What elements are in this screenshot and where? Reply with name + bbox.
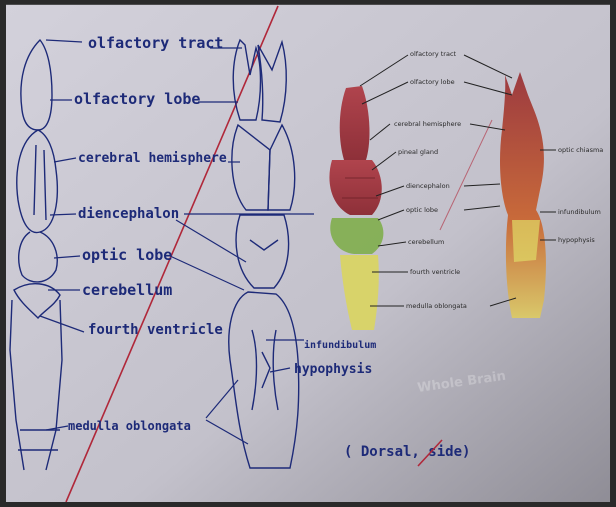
fig-label-olfactory-lobe: olfactory lobe	[410, 78, 455, 86]
caption-close: )	[462, 444, 470, 460]
label-olfactory-tract: olfactory tract	[88, 34, 223, 52]
caption-struck: side	[428, 444, 462, 460]
label-diencephalon: diencephalon	[78, 206, 179, 222]
label-infundibulum: infundibulum	[304, 339, 376, 351]
label-cerebellum: cerebellum	[82, 281, 172, 299]
label-optic-lobe: optic lobe	[82, 246, 172, 264]
fig-label-medulla-oblongata: medulla oblongata	[406, 302, 467, 310]
fig-label-hypophysis: hypophysis	[558, 236, 595, 244]
fig-label-cerebral-hemisphere: cerebral hemisphere	[394, 120, 461, 128]
caption-open: ( Dorsal,	[344, 444, 420, 460]
fig-label-olfactory-tract: olfactory tract	[410, 50, 457, 58]
fig-label-fourth-ventricle: fourth ventricle	[410, 268, 460, 276]
fig-olfactory	[340, 86, 370, 160]
label-medulla-oblongata: medulla oblongata	[68, 419, 191, 433]
fig-label-pineal-gland: pineal gland	[398, 148, 438, 156]
label-hypophysis: hypophysis	[294, 362, 372, 377]
fig-ventral-medulla	[512, 220, 540, 262]
fig-label-diencephalon: diencephalon	[406, 182, 450, 190]
svg-text:( Dorsal, side): ( Dorsal, side)	[344, 444, 470, 460]
fig-label-cerebellum: cerebellum	[408, 238, 444, 246]
fig-label-optic-lobe: optic lobe	[406, 206, 438, 214]
fig-label-optic-chiasma: optic chiasma	[558, 146, 603, 154]
label-fourth-ventricle: fourth ventricle	[88, 322, 223, 338]
label-olfactory-lobe: olfactory lobe	[74, 90, 200, 108]
label-cerebral-hemisphere: cerebral hemisphere	[78, 151, 227, 166]
fig-label-infundibulum: infundibulum	[558, 208, 601, 216]
